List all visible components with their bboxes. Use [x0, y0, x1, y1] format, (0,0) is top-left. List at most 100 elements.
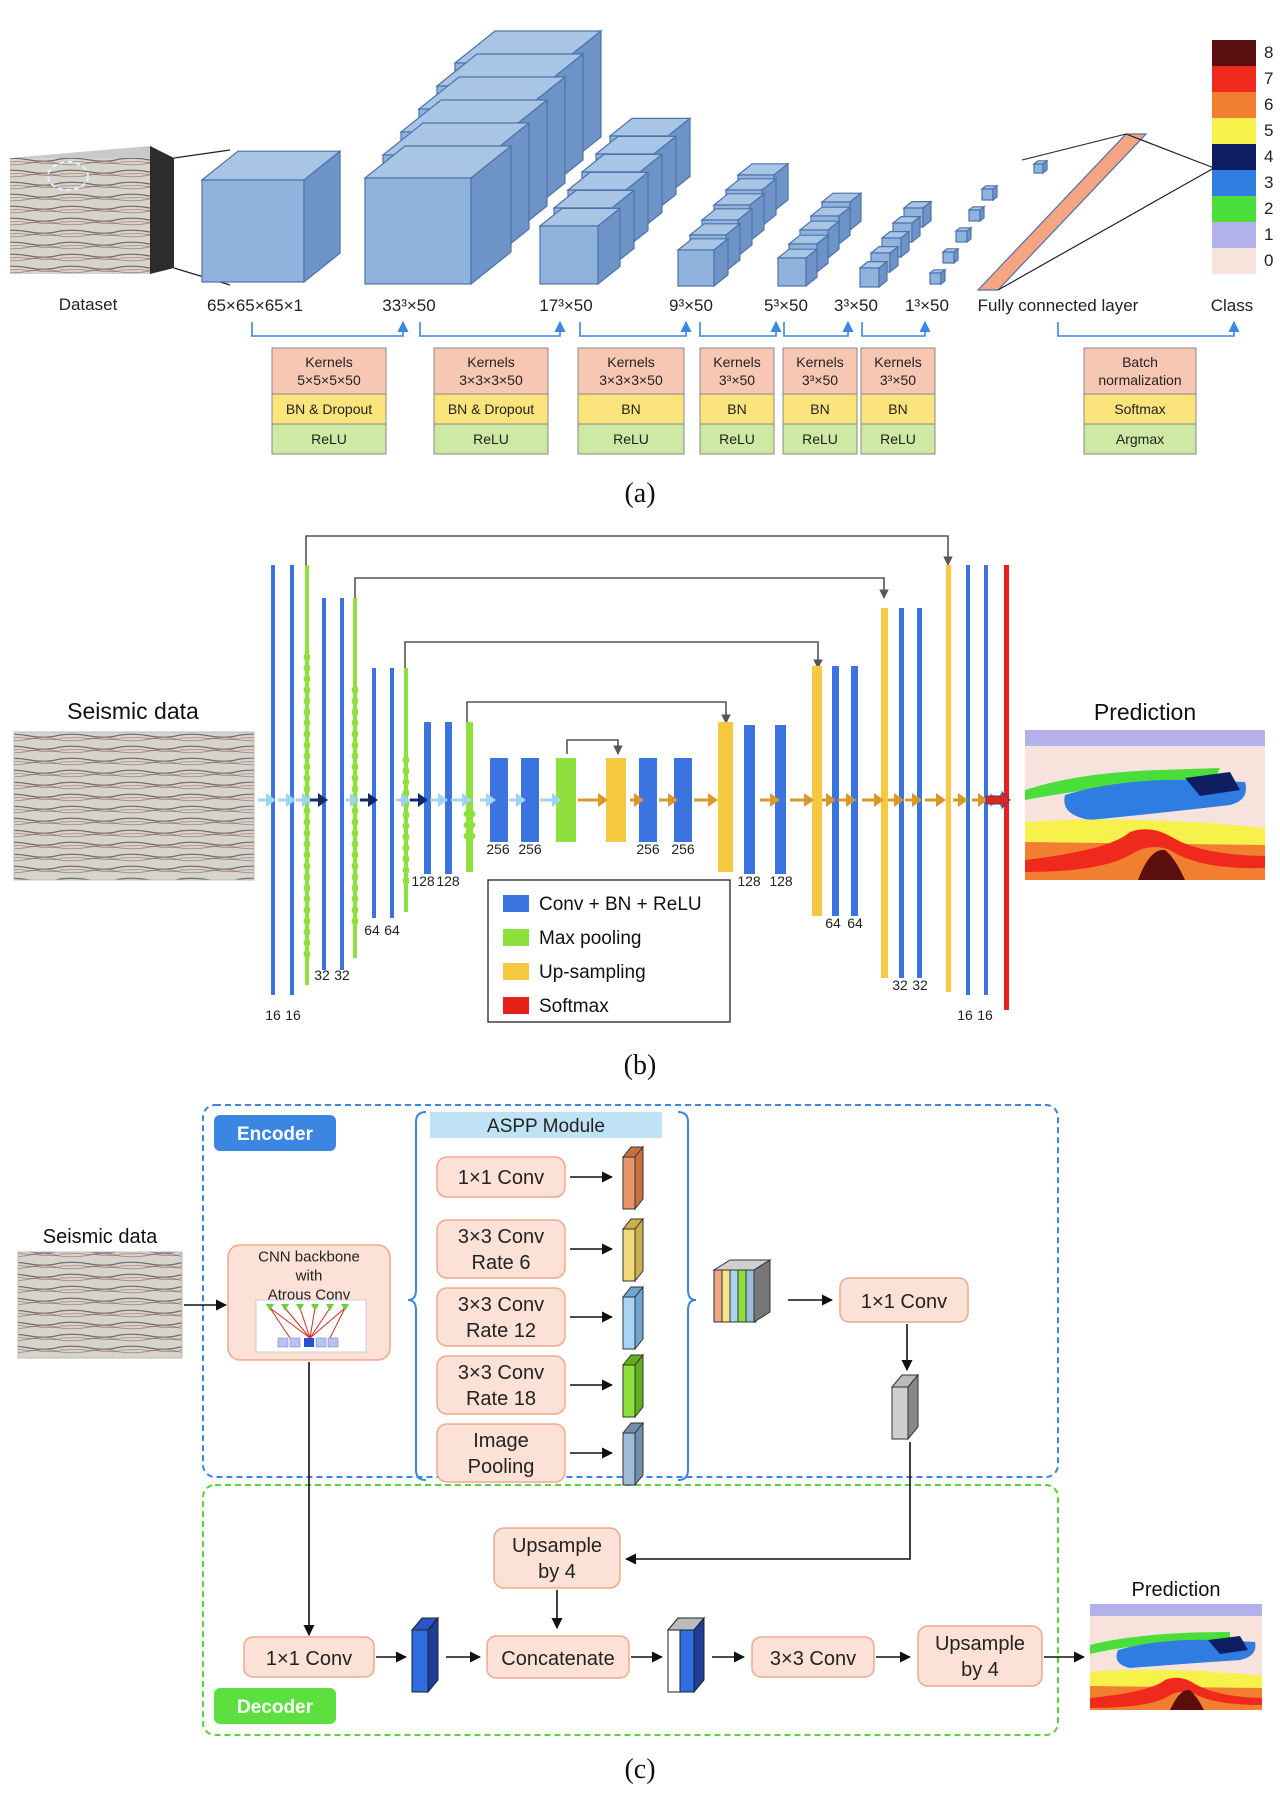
block-flow-arrow: [699, 320, 782, 337]
deeplab-output-label: Prediction: [1132, 1579, 1221, 1601]
kernel-label: Kernels: [796, 354, 843, 370]
flow-arrow: [826, 793, 836, 807]
aspp-branch-label: 3×3 Conv: [458, 1226, 544, 1248]
kernel-label: Kernels: [713, 354, 760, 370]
backbone-label: Atrous Conv: [268, 1286, 351, 1303]
feature-cube-5: [858, 260, 889, 289]
legend-swatch: [503, 895, 529, 912]
kernel-label: Batch: [1122, 354, 1158, 370]
feature-cube-4: [776, 247, 819, 288]
legend-swatch: [503, 929, 529, 946]
channel-count-label: 64: [825, 915, 841, 931]
dataset-cube: [10, 146, 174, 274]
activation-label: ReLU: [613, 431, 649, 447]
conv-bn-relu-bar: [271, 565, 275, 995]
flow-arrow: [708, 793, 718, 807]
flow-arrow: [874, 793, 884, 807]
channel-count-label: 16: [977, 1007, 993, 1023]
aspp-title: ASPP Module: [487, 1116, 605, 1137]
encoder-badge: [214, 1115, 336, 1151]
activation-label: ReLU: [719, 431, 755, 447]
caption-b: (b): [623, 1050, 657, 1081]
feature-cube-6: [928, 268, 947, 286]
unet-input-image: [13, 731, 255, 881]
flow-arrow: [598, 793, 608, 807]
flow-arrow: [804, 793, 814, 807]
max-pooling-bar: [556, 758, 576, 842]
class-swatch-1: [1212, 222, 1256, 248]
activation-label: ReLU: [802, 431, 838, 447]
class-swatch-8: [1212, 40, 1256, 66]
feature-cube-6: [954, 226, 973, 244]
feature-cube-3: [676, 237, 730, 288]
block-flow-arrow: [783, 320, 854, 337]
channel-count-label: 32: [314, 967, 330, 983]
norm-label: BN: [727, 401, 746, 417]
activation-label: ReLU: [880, 431, 916, 447]
upsample-first-label: by 4: [538, 1561, 576, 1583]
channel-count-label: 16: [285, 1007, 301, 1023]
channel-count-label: 128: [769, 873, 793, 889]
aspp-branch-1: 1×1 Conv: [436, 1145, 645, 1211]
flow-arrow: [846, 793, 856, 807]
conv-bn-relu-bar: [340, 598, 344, 970]
class-label-7: 7: [1264, 69, 1273, 88]
input-cube: [200, 149, 342, 284]
block-flow-arrow: [251, 320, 409, 337]
fully-connected-layer: [976, 133, 1148, 291]
aspp-branch-label: 1×1 Conv: [458, 1167, 544, 1189]
decoder-badge-label: Decoder: [237, 1697, 314, 1718]
channel-count-label: 32: [892, 977, 908, 993]
conv-bn-relu-bar: [832, 666, 839, 916]
class-label-2: 2: [1264, 199, 1273, 218]
block-flow-arrow: [579, 320, 692, 337]
block-flow-arrow: [1057, 320, 1240, 337]
flow-arrow: [912, 793, 922, 807]
decoder-1x1-conv: [243, 1636, 375, 1678]
aspp-title-bar: [430, 1112, 662, 1138]
legend-swatch: [503, 997, 529, 1014]
flow-arrow: [286, 793, 296, 807]
channel-count-label: 16: [265, 1007, 281, 1023]
conv-bn-relu-bar: [372, 668, 376, 918]
softmax-arrow: [985, 790, 1011, 810]
caption-c: (c): [624, 1754, 656, 1785]
conv-bn-relu-bar: [290, 565, 294, 995]
backbone-label: CNN backbone: [258, 1248, 360, 1265]
class-swatch-2: [1212, 196, 1256, 222]
upsample-by-4-first: [493, 1527, 621, 1589]
flow-arrow: [936, 793, 946, 807]
aspp-branch-label: Rate 6: [472, 1252, 531, 1274]
conv-bn-relu-bar: [322, 598, 326, 970]
flow-arrow: [401, 793, 411, 807]
flow-arrow: [368, 793, 378, 807]
upsample-second-label: Upsample: [935, 1633, 1025, 1655]
flow-arrow: [516, 793, 526, 807]
flow-arrow: [438, 793, 448, 807]
flow-arrow: [668, 793, 678, 807]
aspp-branch-label: Rate 12: [466, 1320, 536, 1342]
kernel-label: Kernels: [607, 354, 654, 370]
kernel-label: Kernels: [874, 354, 921, 370]
aspp-branch-label: 3×3 Conv: [458, 1294, 544, 1316]
flow-arrow: [634, 793, 644, 807]
class-label-1: 1: [1264, 225, 1273, 244]
class-label-3: 3: [1264, 173, 1273, 192]
class-label-0: 0: [1264, 251, 1273, 270]
kernel-label: 3³×50: [719, 372, 755, 388]
channel-count-label: 128: [737, 873, 761, 889]
dimension-label: 1³×50: [905, 296, 949, 315]
kernel-label: normalization: [1098, 372, 1181, 388]
encoder-output-feature: [890, 1373, 920, 1441]
conv-bn-relu-bar: [917, 608, 922, 978]
conv-bn-relu-bar: [490, 758, 508, 842]
norm-label: BN: [621, 401, 640, 417]
unet-output-label: Prediction: [1094, 699, 1196, 725]
legend-label: Max pooling: [539, 928, 641, 949]
